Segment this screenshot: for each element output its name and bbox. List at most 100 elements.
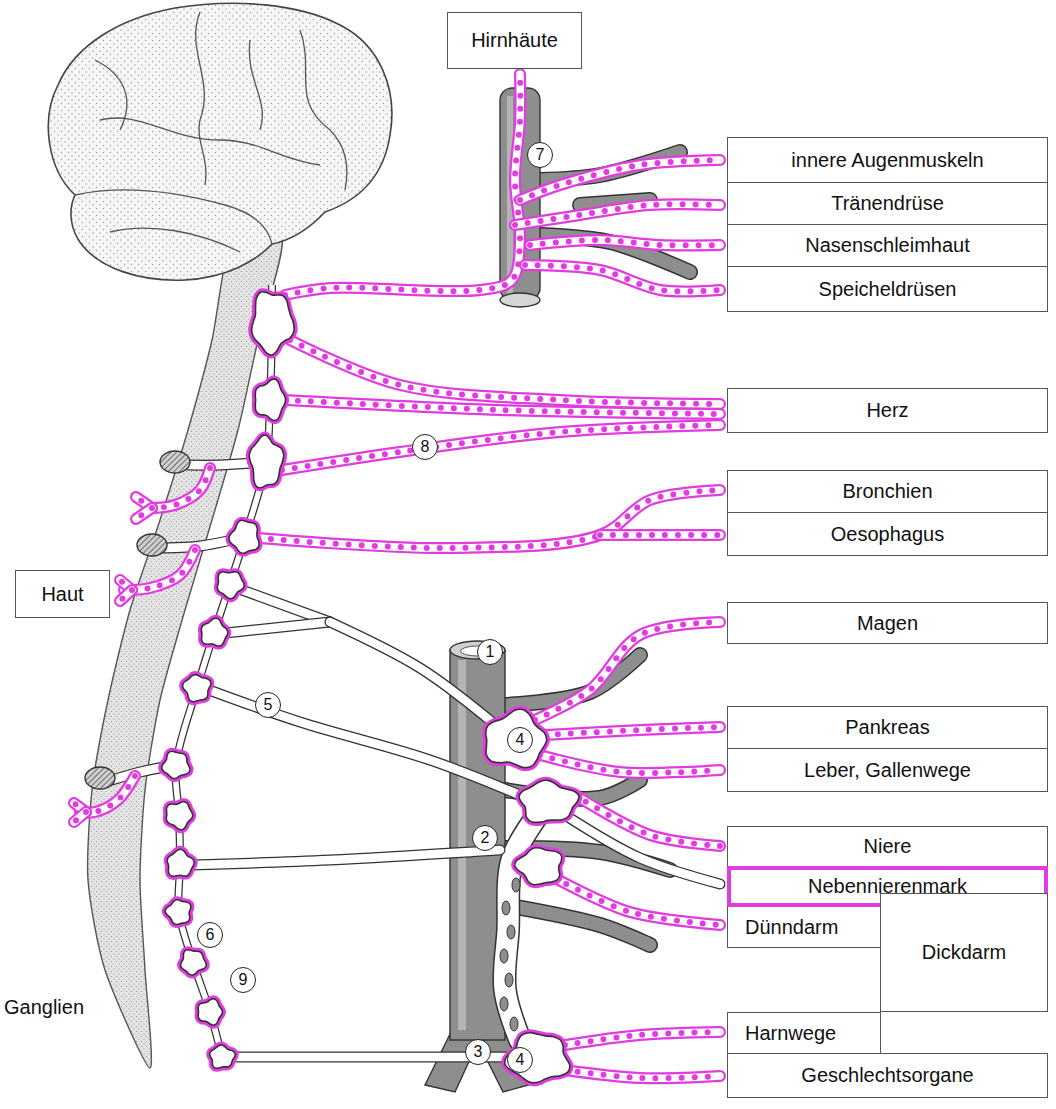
- nerve-dots: [555, 878, 720, 925]
- nerve-dots: [540, 755, 720, 773]
- dorsal-root-ganglion: [160, 451, 190, 473]
- chain-ganglion: [165, 900, 191, 925]
- postganglionic-nerve: [600, 535, 720, 536]
- chain-ganglion: [166, 802, 192, 830]
- chain-ganglion: [201, 618, 228, 646]
- chain-ganglion: [162, 751, 190, 778]
- nerve-dots: [565, 1070, 720, 1078]
- nerve-sheath: [136, 508, 152, 519]
- plexus-gap: [502, 901, 510, 915]
- organ-label: Geschlechtsorgane: [801, 1064, 973, 1087]
- organ-label: Dickdarm: [922, 941, 1006, 964]
- chain-ganglion-halo: [255, 379, 285, 421]
- brain-sulcus: [300, 30, 347, 190]
- chain-ganglion: [198, 999, 222, 1025]
- chain-ganglion-halo: [165, 900, 191, 925]
- nerve-sheath: [285, 74, 520, 295]
- dorsal-root-ganglion: [137, 534, 167, 556]
- nerve-dots: [600, 532, 720, 538]
- nerve-core: [565, 1032, 720, 1045]
- plexus-gap: [505, 973, 513, 987]
- chain-ganglion-halo: [229, 520, 259, 553]
- nerve-dots: [74, 812, 86, 822]
- organ-label: Speicheldrüsen: [819, 278, 957, 301]
- callout-number: 8: [412, 434, 438, 460]
- organ-box: Haut: [15, 570, 110, 618]
- nerve-core: [285, 400, 720, 414]
- nerve-dots: [136, 508, 152, 519]
- nerve-core: [600, 531, 720, 539]
- organ-box: Herz: [727, 388, 1048, 433]
- postganglionic-nerve: [530, 240, 720, 245]
- postganglionic-nerve: [540, 755, 720, 773]
- nerve-dots: [285, 400, 720, 414]
- callout-number: 4: [507, 1047, 533, 1073]
- nerve-sheath: [242, 590, 330, 622]
- postganglionic-nerve: [515, 204, 720, 225]
- callout-number: 1: [477, 639, 503, 665]
- chain-ganglion: [255, 379, 285, 421]
- plexus-gap: [510, 1017, 518, 1031]
- organ-box: Bronchien: [727, 470, 1048, 513]
- nerve-sheath: [515, 204, 720, 225]
- nerve-sheath: [192, 850, 500, 865]
- organ-label: Oesophagus: [831, 523, 944, 546]
- organ-box: Magen: [727, 602, 1048, 644]
- nerve-sheath: [188, 463, 252, 465]
- organ-label: Leber, Gallenwege: [804, 759, 971, 782]
- nerve-dots: [575, 795, 720, 846]
- nerve-dots: [545, 727, 720, 735]
- callout-number: 6: [197, 922, 223, 948]
- nerve-core: [565, 1070, 720, 1078]
- nerve-core: [520, 160, 720, 200]
- prevertebral-ganglion-halo: [505, 1033, 570, 1083]
- nerve-core: [530, 240, 720, 245]
- postganglionic-nerve: [545, 727, 720, 735]
- chain-ganglion: [229, 520, 259, 553]
- brain-sulcus: [100, 118, 320, 165]
- preganglionic-nerve: [209, 690, 522, 796]
- organ-label: innere Augenmuskeln: [791, 149, 983, 172]
- postganglionic-nerve: [124, 550, 195, 590]
- organ-box: Dünndarm: [727, 906, 881, 948]
- nerve-sheath: [330, 622, 492, 722]
- postganglionic-nerve: [555, 878, 720, 925]
- postganglionic-nerve: [285, 400, 720, 414]
- chain-ganglion-halo: [167, 849, 194, 876]
- chain-ganglion-halo: [210, 1045, 236, 1068]
- brain-sulcus: [249, 40, 262, 130]
- organ-box: Speicheldrüsen: [727, 266, 1048, 312]
- nerve-sheath: [74, 812, 86, 822]
- organ-box: Tränendrüse: [727, 182, 1048, 225]
- nerve-dots: [535, 622, 720, 720]
- brain-sulcus: [95, 60, 127, 130]
- nerve-dots: [515, 204, 720, 225]
- postganglionic-nerve: [285, 74, 520, 295]
- nerve-sheath: [565, 1070, 720, 1078]
- nerve-core: [285, 74, 520, 295]
- nerve-sheath: [285, 400, 720, 414]
- chain-ganglion-halo: [198, 999, 222, 1025]
- chain-ganglion-halo: [183, 675, 211, 702]
- organ-box: Oesophagus: [727, 512, 1048, 556]
- nerve-core: [124, 550, 195, 590]
- postganglionic-nerve: [290, 340, 720, 404]
- preganglionic-nerve: [242, 590, 330, 622]
- nerve-sheath: [600, 529, 720, 541]
- nerve-core: [258, 490, 720, 548]
- brain-sulcus: [196, 12, 206, 185]
- callout-number: 3: [465, 1039, 491, 1065]
- organ-box: Hirnhäute: [447, 12, 582, 69]
- chain-ganglion-halo: [249, 435, 283, 488]
- nerve-dots: [124, 550, 195, 590]
- prevertebral-ganglion: [515, 848, 562, 885]
- chain-ganglion: [167, 849, 194, 876]
- organ-label: Harnwege: [745, 1022, 836, 1045]
- prevertebral-ganglion: [505, 1033, 570, 1083]
- organ-label: Dünndarm: [745, 916, 838, 939]
- nerve-dots: [282, 425, 720, 470]
- postganglionic-nerve: [282, 425, 720, 470]
- postganglionic-nerve: [575, 795, 720, 846]
- dorsal-root-ganglion: [85, 767, 115, 789]
- chain-ganglion: [217, 572, 244, 599]
